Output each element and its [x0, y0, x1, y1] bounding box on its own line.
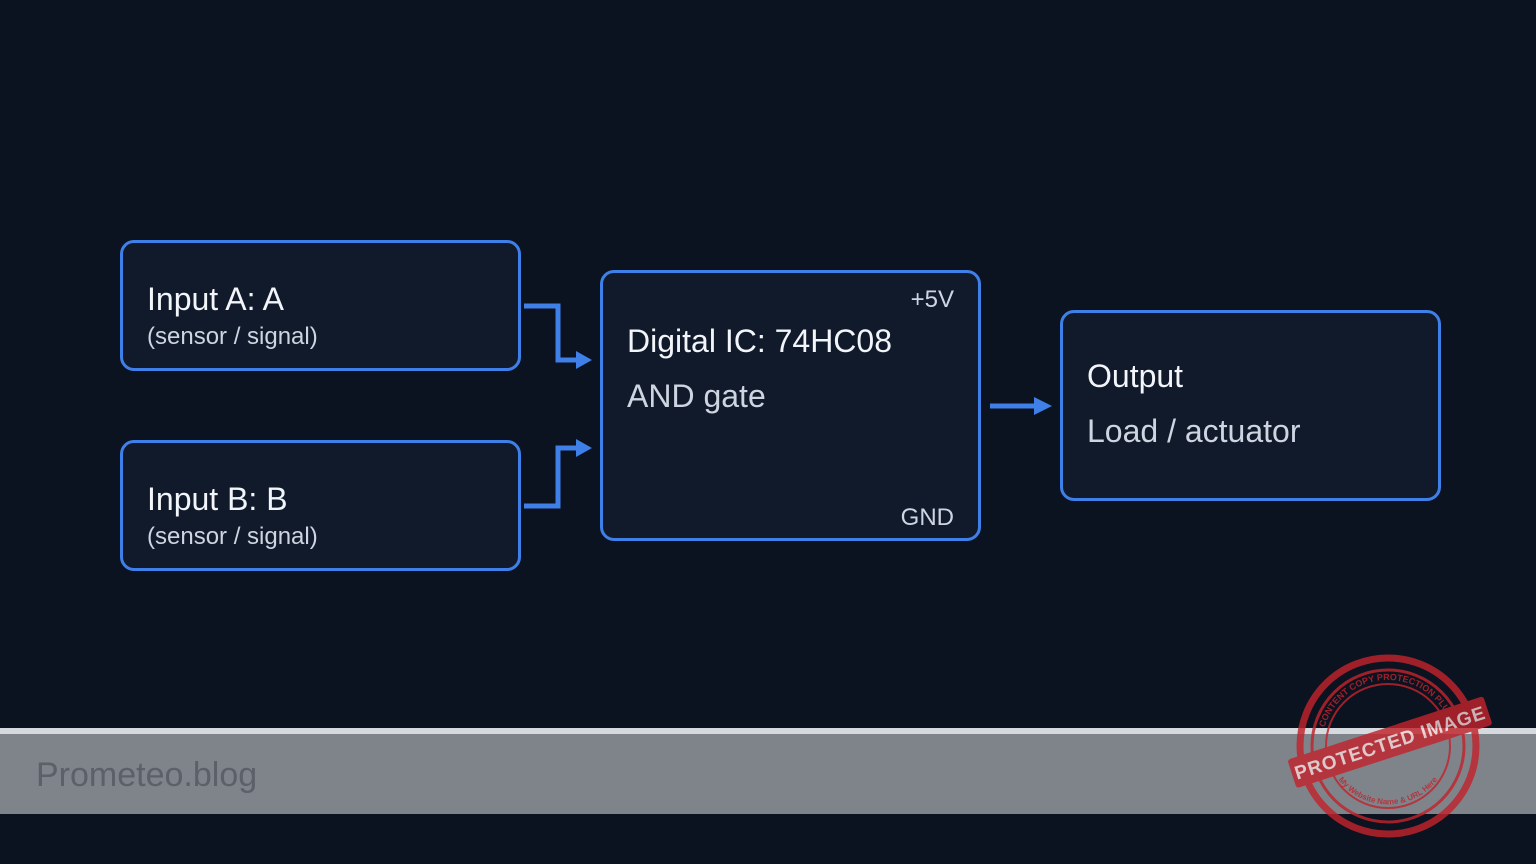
- wire-input-a: [524, 303, 578, 363]
- input-a-subtitle: (sensor / signal): [147, 323, 318, 350]
- output-block: Output Load / actuator: [1060, 310, 1441, 501]
- footer-bar: Prometeo.blog: [0, 734, 1536, 814]
- output-subtitle: Load / actuator: [1087, 413, 1301, 449]
- input-a-title: Input A: A: [147, 281, 284, 317]
- ground-pin-label: GND: [900, 504, 954, 531]
- protected-image-stamp: CONTENT COPY PROTECTION PLUGIN My Websit…: [1288, 654, 1492, 838]
- footer-site-name[interactable]: Prometeo.blog: [36, 756, 258, 794]
- input-a-block: Input A: A (sensor / signal): [120, 240, 521, 371]
- footer-divider: [0, 728, 1536, 734]
- arrowhead-input-a: [576, 351, 592, 369]
- arrowhead-output: [1034, 397, 1052, 415]
- power-pin-label: +5V: [910, 286, 954, 313]
- ic-subtitle: AND gate: [627, 378, 766, 414]
- input-b-subtitle: (sensor / signal): [147, 523, 318, 550]
- ic-block: +5V Digital IC: 74HC08 AND gate GND: [600, 270, 981, 541]
- ic-title: Digital IC: 74HC08: [627, 323, 892, 359]
- arrowhead-input-b: [576, 439, 592, 457]
- input-b-block: Input B: B (sensor / signal): [120, 440, 521, 571]
- svg-text:My Website Name & URL Here: My Website Name & URL Here: [1337, 775, 1440, 807]
- input-b-title: Input B: B: [147, 481, 288, 517]
- output-title: Output: [1087, 358, 1184, 394]
- wire-input-b: [524, 445, 578, 509]
